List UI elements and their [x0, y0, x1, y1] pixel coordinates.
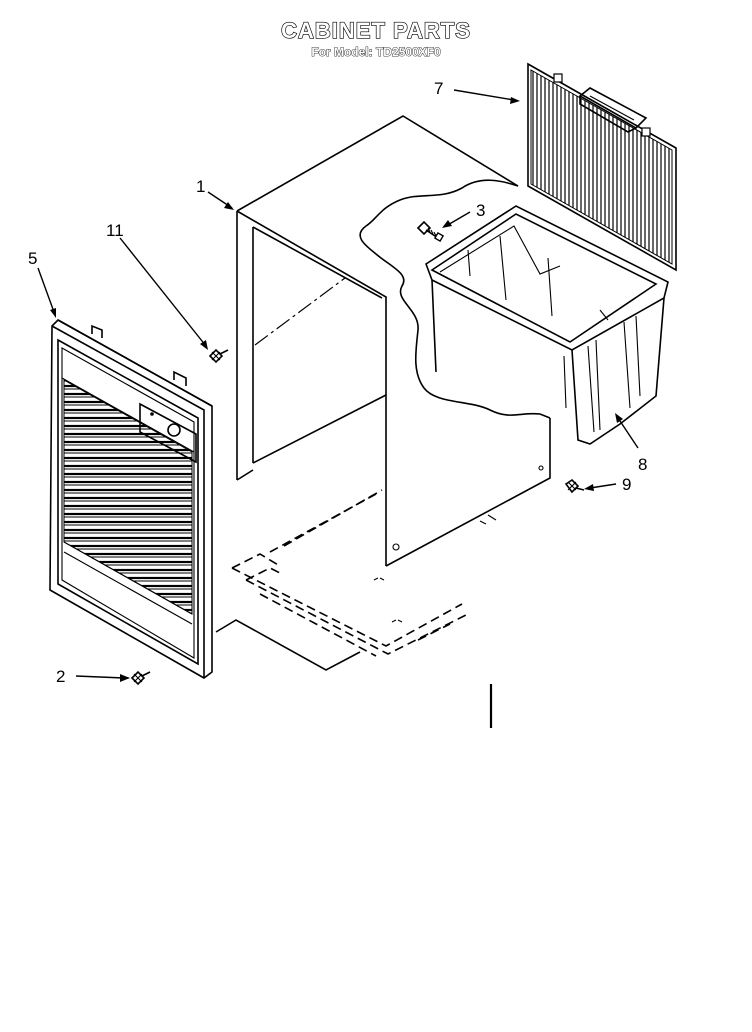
callout-5: 5 — [28, 249, 37, 268]
page-title: CABINET PARTS — [280, 17, 471, 43]
callout-2: 2 — [56, 667, 65, 686]
callout-8: 8 — [638, 455, 647, 474]
base-phantom-outline — [215, 489, 493, 728]
water-bucket — [425, 205, 669, 445]
cabinet-wrapper — [236, 115, 551, 567]
model-subtitle: For Model: TD2500XF0 — [311, 45, 441, 60]
callout-11: 11 — [106, 221, 124, 240]
callout-3: 3 — [476, 201, 485, 220]
screw-9 — [564, 478, 585, 494]
screw-11 — [208, 348, 229, 364]
front-grille-panel — [49, 319, 213, 679]
screw-3 — [416, 220, 445, 243]
leader-lines — [37, 89, 639, 682]
screw-2 — [130, 670, 151, 686]
callout-9: 9 — [622, 475, 631, 494]
callout-7: 7 — [434, 79, 443, 98]
callout-1: 1 — [196, 177, 205, 196]
top-grille-cover — [527, 62, 677, 272]
header: CABINET PARTS For Model: TD2500XF0 — [0, 17, 752, 60]
